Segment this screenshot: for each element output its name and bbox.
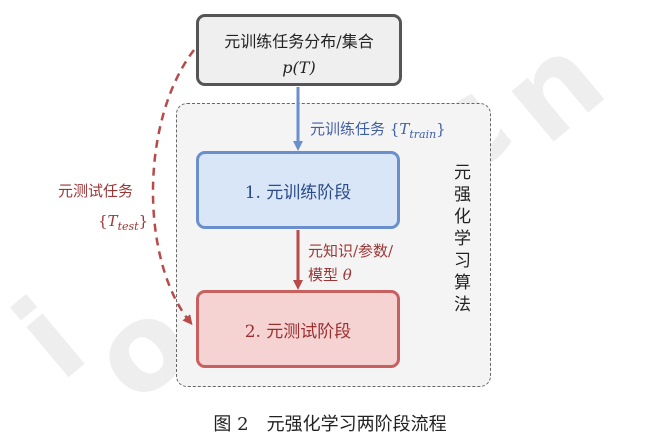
meta-test-stage-label: 2. 元测试阶段 <box>244 321 352 342</box>
train-tasks-label: 元训练任务 {Ttrain} <box>310 118 446 141</box>
test-tasks-label-line2: {Ttest} <box>98 212 148 233</box>
task-distribution-box: 元训练任务分布/集合 p(T) <box>196 14 402 86</box>
train-tasks-text: 元训练任务 { <box>310 120 400 138</box>
test-tasks-label-line1: 元测试任务 <box>58 182 134 200</box>
test-tasks-symbol: T <box>107 212 118 230</box>
meta-train-stage: 1. 元训练阶段 <box>196 151 400 229</box>
figure-number: 图 2 <box>213 414 249 435</box>
theta-symbol: θ <box>342 266 352 284</box>
train-tasks-symbol: T <box>399 120 410 138</box>
test-tasks-close: } <box>138 212 149 230</box>
distribution-title: 元训练任务分布/集合 <box>224 32 374 51</box>
test-tasks-subscript: test <box>117 220 139 233</box>
train-tasks-close: } <box>436 120 446 138</box>
meta-test-stage: 2. 元测试阶段 <box>196 290 400 368</box>
test-tasks-open: { <box>98 212 108 230</box>
train-tasks-subscript: train <box>409 128 437 141</box>
algorithm-label: 元强化学习算法 <box>450 163 470 317</box>
meta-train-stage-label: 1. 元训练阶段 <box>244 182 352 203</box>
test-dashed-arrow <box>151 49 195 326</box>
figure-caption: 图 2 元强化学习两阶段流程 <box>0 410 660 436</box>
meta-knowledge-label-line1: 元知识/参数/ <box>308 242 394 260</box>
meta-knowledge-prefix: 模型 <box>308 266 343 284</box>
figure-title: 元强化学习两阶段流程 <box>266 414 447 435</box>
distribution-formula: p(T) <box>282 58 316 77</box>
meta-knowledge-label-line2: 模型 θ <box>308 264 352 285</box>
